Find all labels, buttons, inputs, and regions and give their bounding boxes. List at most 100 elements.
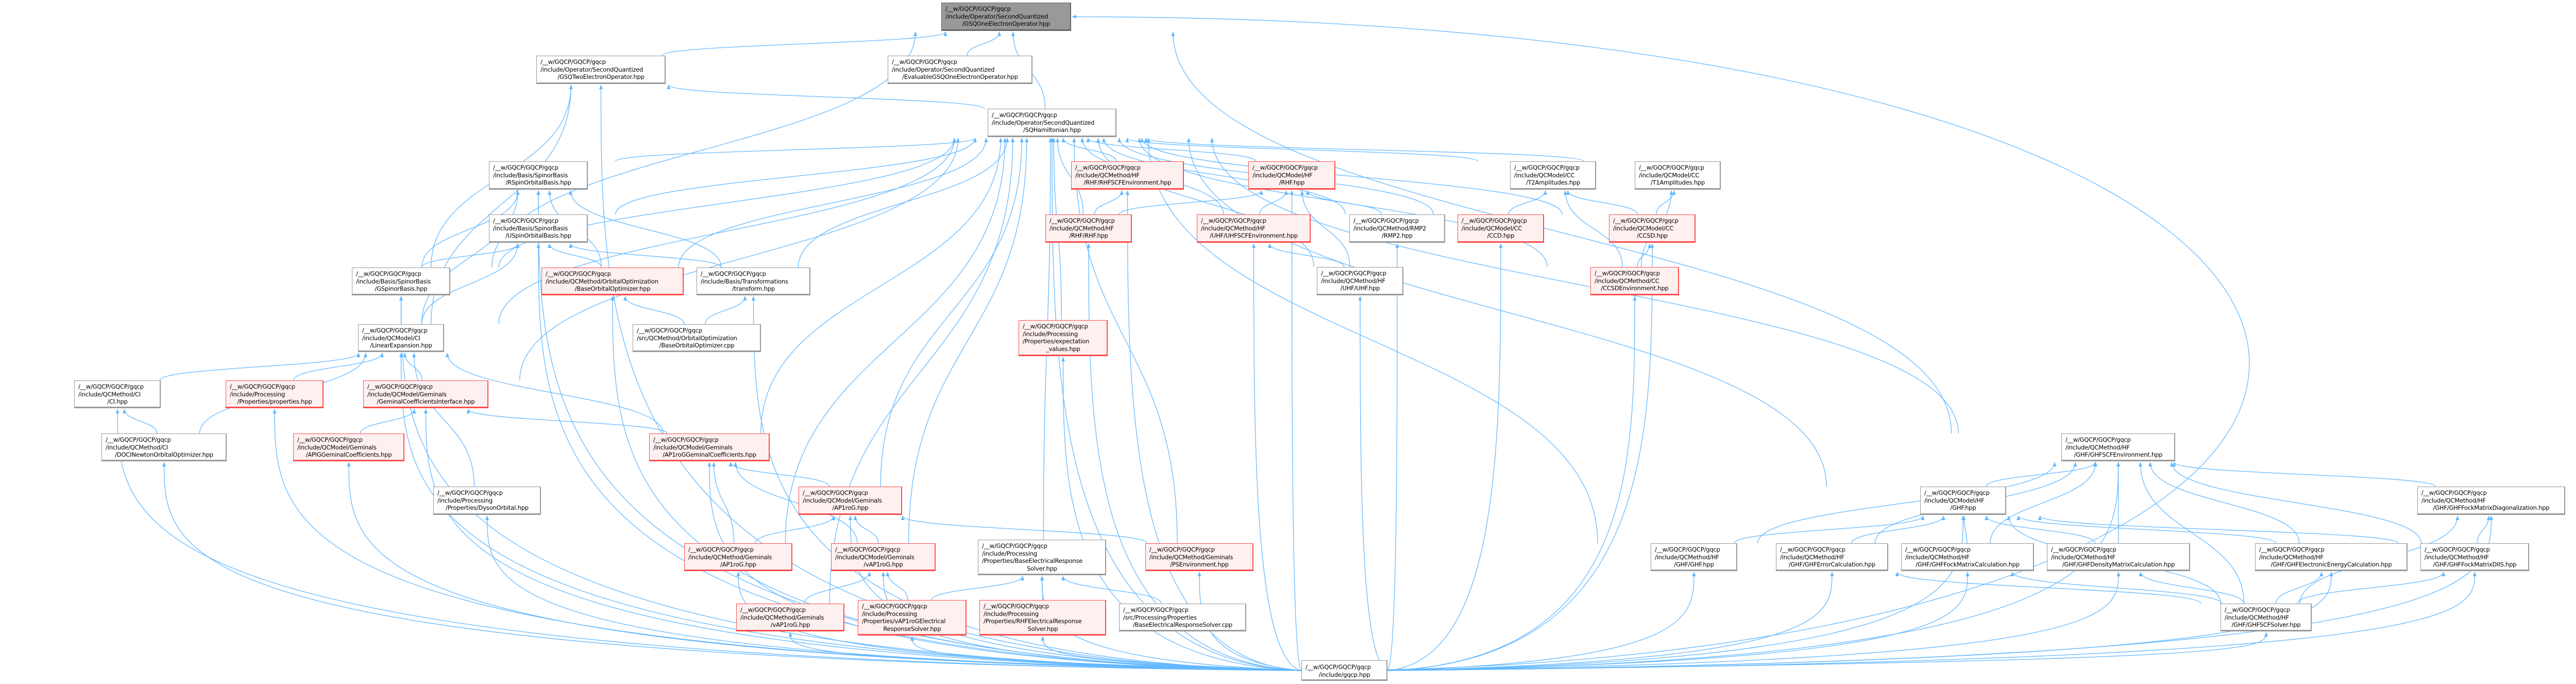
- node-label-line: /include/QCMethod/HF: [2259, 553, 2324, 561]
- node-label-line: /UHF/UHFSCFEnvironment.hpp: [1210, 232, 1298, 239]
- graph-node-ghfghf[interactable]: /__w/GQCP/GQCP/gqcp/include/QCMethod/HF/…: [1651, 543, 1737, 571]
- node-label-line: /__w/GQCP/GQCP/gqcp: [1613, 217, 1679, 224]
- node-label-line: /CCSD.hpp: [1637, 232, 1668, 239]
- edge-ap1gc-to-sqham: [760, 138, 1003, 434]
- graph-node-t1[interactable]: /__w/GQCP/GQCP/gqcp/include/QCModel/CC/T…: [1635, 161, 1721, 190]
- graph-node-ghfsolver[interactable]: /__w/GQCP/GQCP/gqcp/include/QCMethod/HF/…: [2221, 604, 2312, 631]
- graph-node-ghferr[interactable]: /__w/GQCP/GQCP/gqcp/include/QCMethod/HF/…: [1776, 543, 1888, 571]
- graph-node-psenv[interactable]: /__w/GQCP/GQCP/gqcp/include/QCMethod/Gem…: [1145, 543, 1253, 571]
- edge-gqcp-to-ccsdenv: [1387, 296, 1637, 671]
- edge-gqcp-to-ghfdiis: [1387, 572, 2477, 671]
- edge-gqcp-to-doci: [162, 462, 1302, 671]
- edge-ap1gc-to-gci: [466, 409, 668, 434]
- edge-dyson-to-linexp: [412, 353, 475, 487]
- graph-node-uhfuhf[interactable]: /__w/GQCP/GQCP/gqcp/include/QCMethod/HF/…: [1317, 267, 1403, 295]
- node-label-line: /include/QCMethod/Geminals: [688, 553, 772, 561]
- graph-node-expect[interactable]: /__w/GQCP/GQCP/gqcp/include/Processing/P…: [1019, 320, 1108, 356]
- node-label-line: /__w/GQCP/GQCP/gqcp: [1639, 164, 1704, 171]
- graph-node-top[interactable]: /__w/GQCP/GQCP/gqcp/include/Operator/Sec…: [941, 3, 1071, 31]
- edge-vap1model-to-ap1model: [853, 515, 879, 544]
- node-label-line: /__w/GQCP/GQCP/gqcp: [1023, 323, 1088, 330]
- graph-node-ci[interactable]: /__w/GQCP/GQCP/gqcp/include/QCMethod/CI/…: [74, 380, 161, 408]
- edge-doci-to-ci: [122, 409, 158, 434]
- node-label-line: /include/QCModel/Geminals: [803, 496, 882, 504]
- node-label-line: /GHF/GHFSCFSolver.hpp: [2231, 621, 2301, 628]
- node-label-line: /include/QCMethod/HF: [1321, 277, 1385, 285]
- node-label-line: /BaseOrbitalOptimizer.cpp: [659, 342, 735, 349]
- edge-ap1gc-to-linexp: [445, 353, 664, 434]
- node-label-line: /include/QCModel/HF: [1252, 171, 1313, 179]
- node-label-line: /vAP1roG.hpp: [863, 561, 903, 568]
- graph-node-dyson[interactable]: /__w/GQCP/GQCP/gqcp/include/Processing/P…: [433, 487, 541, 515]
- graph-node-ghfdiis[interactable]: /__w/GQCP/GQCP/gqcp/include/QCMethod/HF/…: [2420, 543, 2529, 571]
- graph-node-vap1method[interactable]: /__w/GQCP/GQCP/gqcp/include/QCMethod/Gem…: [736, 604, 844, 631]
- graph-node-ccd[interactable]: /__w/GQCP/GQCP/gqcp/include/QCModel/CC/C…: [1458, 214, 1544, 243]
- graph-node-ghfscfenv[interactable]: /__w/GQCP/GQCP/gqcp/include/QCMethod/HF/…: [2061, 433, 2175, 461]
- graph-node-rhfscfenv[interactable]: /__w/GQCP/GQCP/gqcp/include/QCMethod/HF/…: [1071, 161, 1184, 190]
- graph-node-ap1model[interactable]: /__w/GQCP/GQCP/gqcp/include/QCModel/Gemi…: [799, 487, 902, 515]
- edge-t2-to-sqham: [1125, 138, 1479, 162]
- node-label-line: /__w/GQCP/GQCP/gqcp: [437, 489, 503, 496]
- graph-node-doci[interactable]: /__w/GQCP/GQCP/gqcp/include/QCMethod/CI/…: [101, 433, 227, 461]
- graph-node-ghfdiag[interactable]: /__w/GQCP/GQCP/gqcp/include/QCMethod/HF/…: [2417, 487, 2565, 515]
- graph-node-berescpp[interactable]: /__w/GQCP/GQCP/gqcp/src/Processing/Prope…: [1119, 604, 1246, 631]
- graph-node-ghfdmc[interactable]: /__w/GQCP/GQCP/gqcp/include/QCMethod/HF/…: [2047, 543, 2190, 571]
- graph-node-props[interactable]: /__w/GQCP/GQCP/gqcp/include/Processing/P…: [226, 380, 324, 408]
- graph-node-ccsdenv[interactable]: /__w/GQCP/GQCP/gqcp/include/QCMethod/CC/…: [1590, 267, 1679, 295]
- graph-node-rhfrhf[interactable]: /__w/GQCP/GQCP/gqcp/include/QCMethod/HF/…: [1045, 214, 1132, 243]
- edge-ap1model-to-sqham: [880, 138, 1024, 487]
- graph-node-t2[interactable]: /__w/GQCP/GQCP/gqcp/include/QCModel/CC/T…: [1510, 161, 1596, 190]
- node-label-line: /__w/GQCP/GQCP/gqcp: [892, 58, 957, 65]
- node-label-line: /GHF/GHFErrorCalculation.hpp: [1788, 561, 1876, 568]
- graph-node-transform[interactable]: /__w/GQCP/GQCP/gqcp/include/Basis/Transf…: [697, 268, 810, 295]
- node-label-line: /CCD.hpp: [1487, 232, 1515, 239]
- graph-node-rhfmodel[interactable]: /__w/GQCP/GQCP/gqcp/include/QCModel/HF/R…: [1248, 161, 1335, 190]
- graph-node-linexp[interactable]: /__w/GQCP/GQCP/gqcp/include/QCModel/CI/L…: [358, 324, 444, 352]
- graph-node-uspin[interactable]: /__w/GQCP/GQCP/gqcp/include/Basis/Spinor…: [489, 214, 588, 243]
- node-label-line: /__w/GQCP/GQCP/gqcp: [2259, 546, 2325, 553]
- node-label-line: /__w/GQCP/GQCP/gqcp: [1655, 546, 1720, 553]
- graph-node-sqham[interactable]: /__w/GQCP/GQCP/gqcp/include/Operator/Sec…: [988, 109, 1116, 137]
- edge-ghffmc-to-ghfmodel: [1962, 515, 1968, 544]
- graph-node-ap1method[interactable]: /__w/GQCP/GQCP/gqcp/include/QCMethod/Gem…: [684, 543, 792, 571]
- node-label-line: Solver.hpp: [1027, 625, 1058, 632]
- graph-node-baseoo[interactable]: /__w/GQCP/GQCP/gqcp/include/QCMethod/Orb…: [541, 268, 684, 295]
- graph-node-ccsd[interactable]: /__w/GQCP/GQCP/gqcp/include/QCModel/CC/C…: [1609, 214, 1696, 243]
- graph-node-ghfeec[interactable]: /__w/GQCP/GQCP/gqcp/include/QCMethod/HF/…: [2255, 543, 2408, 571]
- graph-node-gsqtwo[interactable]: /__w/GQCP/GQCP/gqcp/include/Operator/Sec…: [536, 56, 666, 84]
- edge-gspinor-to-rspin: [421, 190, 520, 268]
- graph-node-ap1gc[interactable]: /__w/GQCP/GQCP/gqcp/include/QCModel/Gemi…: [649, 433, 770, 461]
- graph-node-beres[interactable]: /__w/GQCP/GQCP/gqcp/include/Processing/P…: [978, 540, 1106, 575]
- node-label-line: /GHF.hpp: [1950, 504, 1976, 511]
- graph-node-gci[interactable]: /__w/GQCP/GQCP/gqcp/include/QCModel/Gemi…: [363, 380, 488, 408]
- graph-node-apig[interactable]: /__w/GQCP/GQCP/gqcp/include/QCModel/Gemi…: [293, 433, 404, 461]
- node-label-line: /include/QCMethod/CC: [1595, 277, 1659, 285]
- node-label-line: /include/QCModel/HF: [1924, 496, 1985, 504]
- graph-node-evaluable[interactable]: /__w/GQCP/GQCP/gqcp/include/Operator/Sec…: [888, 56, 1032, 84]
- node-label-line: /__w/GQCP/GQCP/gqcp: [982, 542, 1047, 549]
- node-label-line: /include/Processing: [984, 610, 1039, 618]
- graph-node-rspin[interactable]: /__w/GQCP/GQCP/gqcp/include/Basis/Spinor…: [489, 161, 588, 190]
- node-label-line: /AP1roGGeminalCoefficients.hpp: [663, 451, 756, 458]
- edge-ghfeec-to-ghfmodel: [2016, 515, 2277, 544]
- node-label-line: /BaseOrbitalOptimizer.hpp: [574, 285, 651, 292]
- edge-gqcp-to-rhfscfenv: [1125, 190, 1302, 671]
- graph-node-baseoocpp[interactable]: /__w/GQCP/GQCP/gqcp/src/QCMethod/Orbital…: [633, 324, 761, 352]
- node-label-line: /RMP2.hpp: [1382, 232, 1413, 239]
- edge-gqcp-to-ci: [115, 409, 1302, 671]
- edge-ghfsolver-to-ghfscfenv: [2138, 462, 2245, 604]
- graph-node-vap1model[interactable]: /__w/GQCP/GQCP/gqcp/include/QCModel/Gemi…: [831, 543, 936, 571]
- graph-node-gqcp[interactable]: /__w/GQCP/GQCP/gqcp/include/gqcp.hpp: [1301, 660, 1387, 681]
- graph-node-ghffmc[interactable]: /__w/GQCP/GQCP/gqcp/include/QCMethod/HF/…: [1901, 543, 2034, 571]
- node-label-line: /__w/GQCP/GQCP/gqcp: [688, 546, 754, 553]
- graph-node-rmp2[interactable]: /__w/GQCP/GQCP/gqcp/include/QCMethod/RMP…: [1349, 214, 1445, 243]
- edge-baseoocpp-to-transform: [705, 296, 747, 325]
- graph-node-rhfers[interactable]: /__w/GQCP/GQCP/gqcp/include/Processing/P…: [979, 600, 1106, 636]
- edge-vap1method-to-sqham: [829, 138, 1015, 604]
- graph-node-uhfscfenv[interactable]: /__w/GQCP/GQCP/gqcp/include/QCMethod/HF/…: [1197, 214, 1311, 243]
- node-label-line: /include/QCMethod/CI: [78, 390, 141, 398]
- graph-node-ghfmodel[interactable]: /__w/GQCP/GQCP/gqcp/include/QCModel/HF/G…: [1920, 487, 2006, 515]
- graph-node-vap1ers[interactable]: /__w/GQCP/GQCP/gqcp/include/Processing/P…: [858, 600, 967, 636]
- node-label-line: /include/QCMethod/HF: [2065, 443, 2130, 451]
- graph-node-gspinor[interactable]: /__w/GQCP/GQCP/gqcp/include/Basis/Spinor…: [352, 268, 450, 295]
